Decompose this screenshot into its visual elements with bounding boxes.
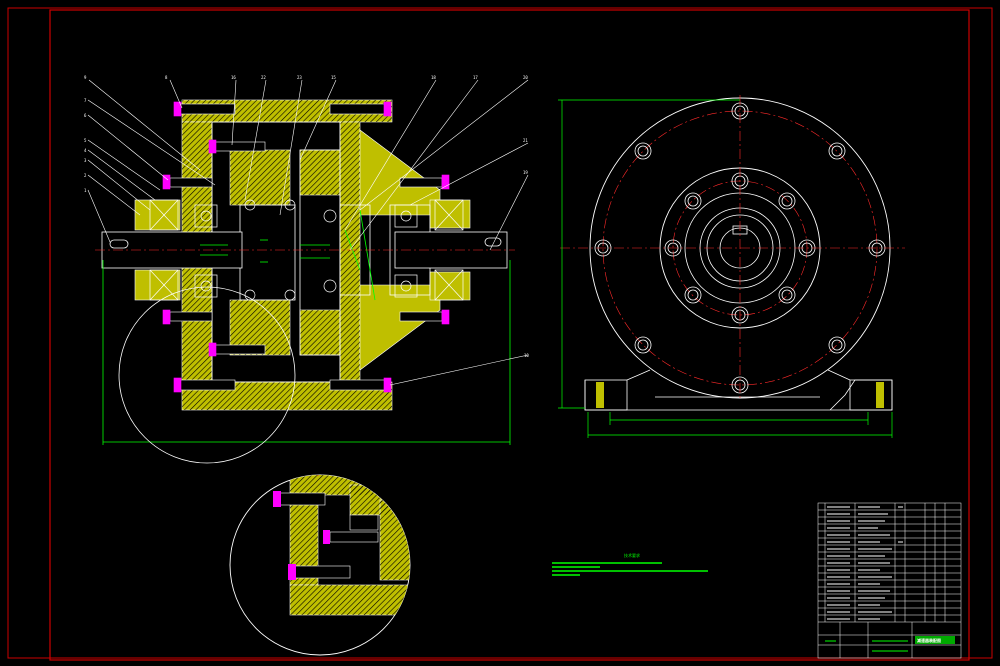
callout-23: 23 (297, 75, 302, 80)
notes-title: 技术要求 (624, 552, 640, 558)
title-block-rows (827, 506, 903, 620)
callout-5: 5 (84, 138, 87, 143)
callout-3: 3 (84, 158, 87, 163)
section-view (95, 99, 515, 464)
bolts (162, 101, 450, 393)
title-block (817, 502, 962, 659)
callout-9: 9 (84, 75, 87, 80)
detail-view (229, 474, 411, 656)
detail-circle-marker (118, 286, 296, 464)
callout-2: 2 (84, 173, 87, 178)
callout-19: 19 (523, 170, 528, 175)
title-stamp: 减速器装配图 (917, 637, 941, 643)
drawing-frame (49, 9, 970, 661)
end-view (558, 95, 905, 438)
callout-21: 21 (523, 138, 528, 143)
title-stamp-bg (915, 636, 955, 644)
callout-18: 18 (431, 75, 436, 80)
technical-notes: 技术要求 (552, 552, 708, 576)
outer-border (7, 7, 993, 659)
leader-lines (87, 79, 529, 386)
callout-20: 20 (523, 75, 528, 80)
callout-6: 6 (84, 113, 87, 118)
callout-15: 15 (331, 75, 336, 80)
callout-1: 1 (84, 188, 87, 193)
callout-4: 4 (84, 148, 87, 153)
callout-16: 16 (231, 75, 236, 80)
callout-17: 17 (473, 75, 478, 80)
callout-numbers: 9 8 16 22 23 15 18 17 20 21 19 7 6 5 4 3… (84, 75, 529, 358)
callout-10: 10 (524, 353, 529, 358)
callout-7: 7 (84, 98, 87, 103)
callout-8: 8 (165, 75, 168, 80)
callout-22: 22 (261, 75, 266, 80)
